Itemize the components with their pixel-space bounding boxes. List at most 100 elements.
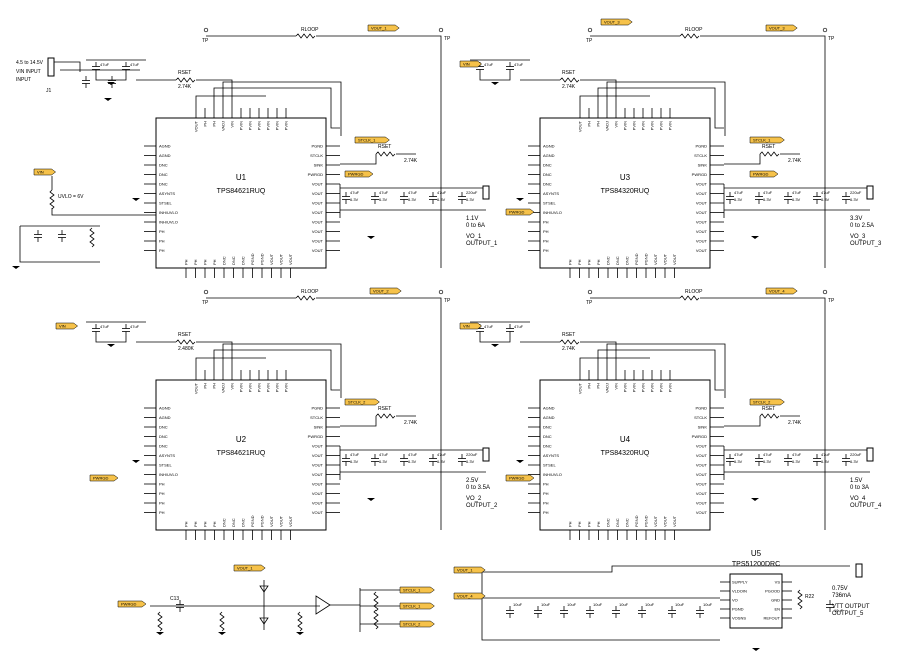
pin-label-top: PH (203, 383, 208, 389)
resistor-symbol (559, 339, 580, 345)
rset-value: 2.74K (562, 346, 576, 352)
test-point-icon (203, 27, 209, 33)
ic-part-number: TPS84621RUQ (217, 188, 266, 195)
output-connector-label: OUTPUT_2 (466, 503, 498, 509)
seq-vout-flag-label: VOUT_1 (237, 566, 253, 571)
cap-value: 47uF (437, 190, 447, 195)
vout-3-flag-b-label: VOUT_3 (769, 26, 785, 31)
rloop-label: RLOOP (301, 289, 319, 295)
ddr-pin-right: VS (775, 580, 781, 585)
pin-label-top: PVIN (650, 383, 655, 392)
ddr-pin-right: GND (771, 598, 780, 603)
ddr-part-number: TPS51200DRC (732, 561, 780, 568)
resistor-symbol (297, 611, 303, 632)
pin-label-bottom: VOUT (663, 515, 668, 527)
rloop-label: RLOOP (685, 289, 703, 295)
pwrgd-flag-u2 (89, 474, 119, 482)
vin-flag-u4-label: VIN (463, 324, 470, 329)
pin-label-right: VOUT (312, 453, 324, 458)
pin-label-bottom: PH (568, 259, 573, 265)
pin-label-right: VOUT (696, 510, 708, 515)
rset-ref: RSET (178, 332, 191, 338)
cap-value: 47uF (734, 190, 744, 195)
pin-label-bottom: PH (596, 521, 601, 527)
output-net-label: VO_4 (850, 496, 866, 502)
output-net-label: VO_1 (466, 234, 482, 240)
pin-label-bottom: PH (193, 259, 198, 265)
ddr-pin-left: VLDOIN (732, 589, 747, 594)
wire (580, 79, 617, 108)
ground-icon (132, 460, 140, 463)
connector-icon (866, 447, 874, 462)
cap-value: 47uF (734, 452, 744, 457)
resistor-symbol (759, 413, 780, 419)
wire (579, 357, 650, 370)
pin-label-right: VOUT (312, 191, 324, 196)
wire (316, 35, 442, 268)
pin-label-right: VOUT (696, 453, 708, 458)
ddr-cap-value: 10uF (703, 602, 713, 607)
pin-label-top: PVIN (668, 121, 673, 130)
pin-label-top: PH (596, 383, 601, 389)
tp-label: TP (202, 38, 209, 44)
pin-label-bottom: PGND (260, 515, 265, 527)
wire (213, 349, 340, 391)
pin-label-top: PVIN (284, 383, 289, 392)
cap-voltage: 6.3V (821, 459, 830, 464)
wire (222, 343, 342, 398)
ground-icon (516, 460, 524, 463)
wire (95, 336, 127, 343)
output-connector-label: OUTPUT_3 (850, 241, 882, 247)
pin-label-bottom: PH (587, 521, 592, 527)
output-connector-label: OUTPUT_1 (466, 241, 498, 247)
pin-label-top: PVIN (641, 121, 646, 130)
resistor-symbol (157, 611, 163, 632)
pin-label-right: VOUT (312, 482, 324, 487)
pin-label-right: VOUT (696, 182, 708, 187)
pwrgd-flag-u2-label: PWRGD (93, 476, 108, 481)
pin-label-left: PH (543, 510, 549, 515)
pin-label-top: PVIN (248, 121, 253, 130)
cap-voltage: 6.3V (850, 459, 859, 464)
wire (196, 79, 233, 108)
ddr-cap-value: 10uF (593, 602, 603, 607)
rloop-label: RLOOP (301, 27, 319, 33)
stclk-1-flag (354, 136, 390, 144)
pin-label-left: ASYNTS (159, 453, 175, 458)
diode-icon (259, 617, 269, 625)
pin-label-right: VOUT (696, 463, 708, 468)
seq-vout-flag (233, 564, 266, 572)
pwrgd-flag-u4-label: PWRGD (509, 476, 524, 481)
pwrgd-1-flag-label: PWRGD (348, 172, 363, 177)
pin-label-bottom: VOUT (653, 253, 658, 265)
ddr-pin-right: PGOOD (765, 589, 780, 594)
pin-label-bottom: DNC (241, 518, 246, 527)
pin-label-left: DNC (543, 434, 552, 439)
input-label-2: INPUT (16, 77, 31, 83)
pin-label-top: PVIN (239, 383, 244, 392)
ic-part-number: TPS84320RUQ (601, 450, 650, 457)
ddr-vout-flag-label: VOUT_4 (457, 594, 473, 599)
pin-label-left: STSEL (159, 201, 172, 206)
tp-label: TP (202, 300, 209, 306)
ddr-vout-flag (453, 592, 486, 600)
pin-label-top: PVIN (257, 383, 262, 392)
pin-label-top: PH (596, 121, 601, 127)
cap-voltage: 6.3V (437, 459, 446, 464)
pin-label-left: DNC (543, 172, 552, 177)
pin-label-right: VOUT (696, 210, 708, 215)
cap-voltage: 6.3V (350, 459, 359, 464)
vout-3-flag-label: VOUT_3 (604, 20, 620, 25)
ddr-voltage: 0.75V (832, 586, 848, 592)
pin-label-top: PVIN (248, 383, 253, 392)
seq-input-flag (117, 600, 147, 608)
pin-label-bottom: PGND (250, 515, 255, 527)
pin-label-bottom: PH (193, 521, 198, 527)
ic-ref: U3 (620, 173, 631, 182)
rset-value: 2.74K (178, 84, 192, 90)
input-connector-ref: J1 (46, 88, 52, 94)
ddr-cap-value: 10uF (541, 602, 551, 607)
pin-label-top: PVIN (257, 121, 262, 130)
input-cap-value: 47uF (100, 62, 110, 67)
pin-label-top: VOUT (194, 382, 199, 394)
